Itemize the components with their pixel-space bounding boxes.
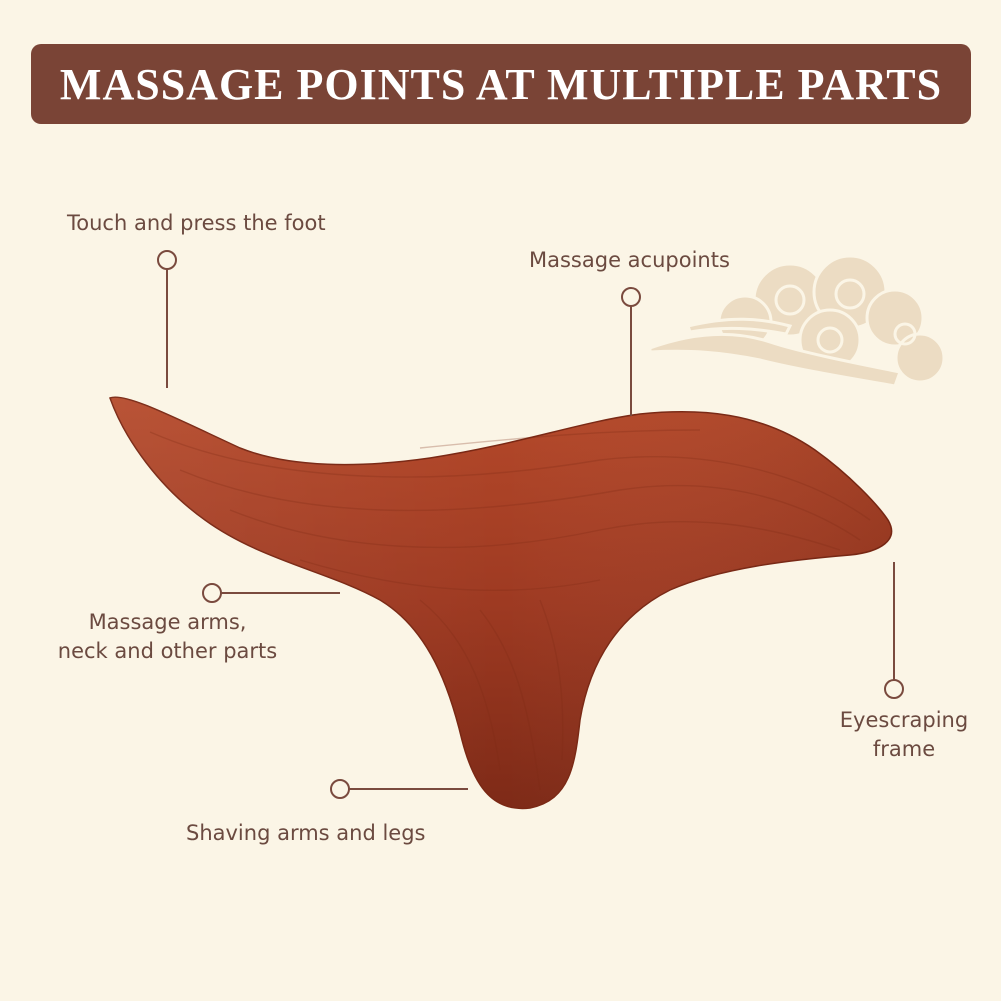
callout-dot-shaving — [330, 779, 350, 799]
page-title: MASSAGE POINTS AT MULTIPLE PARTS — [59, 59, 943, 109]
label-eyescraping-line2: frame — [872, 737, 936, 761]
label-eyescraping-frame: Eyescraping frame — [834, 706, 974, 764]
label-eyescraping-line1: Eyescraping — [839, 708, 969, 732]
label-massage-arms-neck-line1: Massage arms, — [88, 610, 247, 634]
callout-dot-acupoints — [621, 287, 641, 307]
label-massage-acupoints: Massage acupoints — [529, 248, 730, 272]
callout-dot-eyescraping — [884, 679, 904, 699]
wooden-gua-sha-tool — [109, 396, 893, 810]
auspicious-cloud-icon — [648, 254, 946, 388]
label-touch-press-foot: Touch and press the foot — [67, 211, 326, 235]
label-massage-arms-neck-line2: neck and other parts — [57, 639, 278, 663]
label-shaving-arms-legs: Shaving arms and legs — [186, 821, 426, 845]
label-massage-arms-neck: Massage arms, neck and other parts — [55, 608, 280, 666]
callout-dot-foot — [157, 250, 177, 270]
callout-dot-arms-neck — [202, 583, 222, 603]
title-banner: MASSAGE POINTS AT MULTIPLE PARTS — [31, 44, 971, 124]
